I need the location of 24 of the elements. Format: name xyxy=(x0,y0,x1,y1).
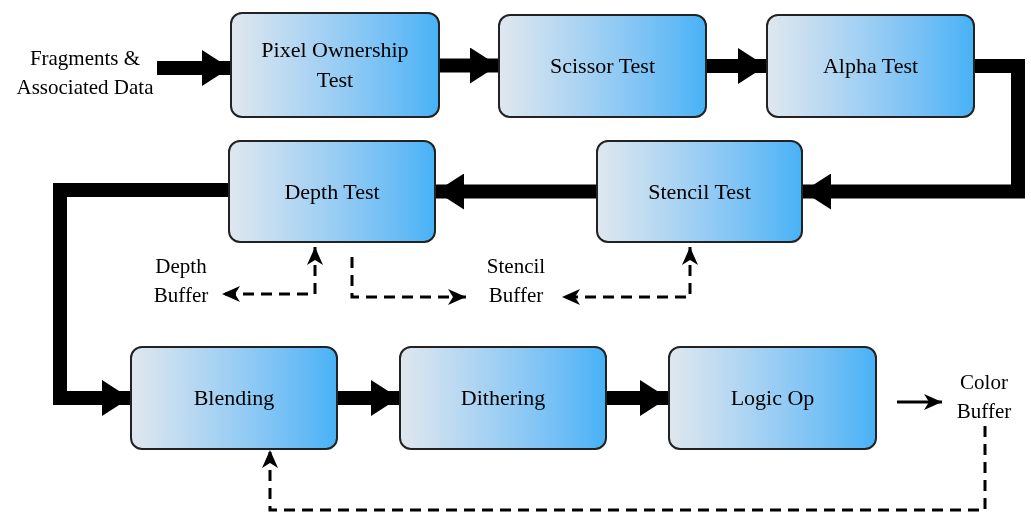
node-label: Stencil Buffer xyxy=(485,253,547,309)
arrow xyxy=(897,394,942,410)
process-box: Stencil Test xyxy=(596,140,803,243)
dashed-arrow xyxy=(350,257,466,305)
process-box: Pixel Ownership Test xyxy=(230,12,440,118)
thick-arrow xyxy=(338,380,399,416)
node-label: Depth Buffer xyxy=(152,253,210,309)
thick-arrow xyxy=(53,183,228,416)
dashed-arrow xyxy=(562,247,698,305)
process-box: Alpha Test xyxy=(766,14,975,118)
dashed-arrow xyxy=(222,247,323,302)
thick-arrow xyxy=(707,48,766,84)
node-label: Fragments & Associated Data xyxy=(15,45,155,101)
dashed-arrow xyxy=(262,426,987,512)
process-box: Dithering xyxy=(399,346,607,450)
thick-arrow xyxy=(436,173,596,210)
thick-arrow xyxy=(157,50,230,86)
process-box: Logic Op xyxy=(668,346,877,450)
process-box: Depth Test xyxy=(228,140,436,243)
thick-arrow xyxy=(607,380,668,416)
process-box: Scissor Test xyxy=(498,14,707,118)
process-box: Blending xyxy=(130,346,338,450)
thick-arrow xyxy=(440,47,498,84)
node-label: Color Buffer xyxy=(955,369,1013,425)
